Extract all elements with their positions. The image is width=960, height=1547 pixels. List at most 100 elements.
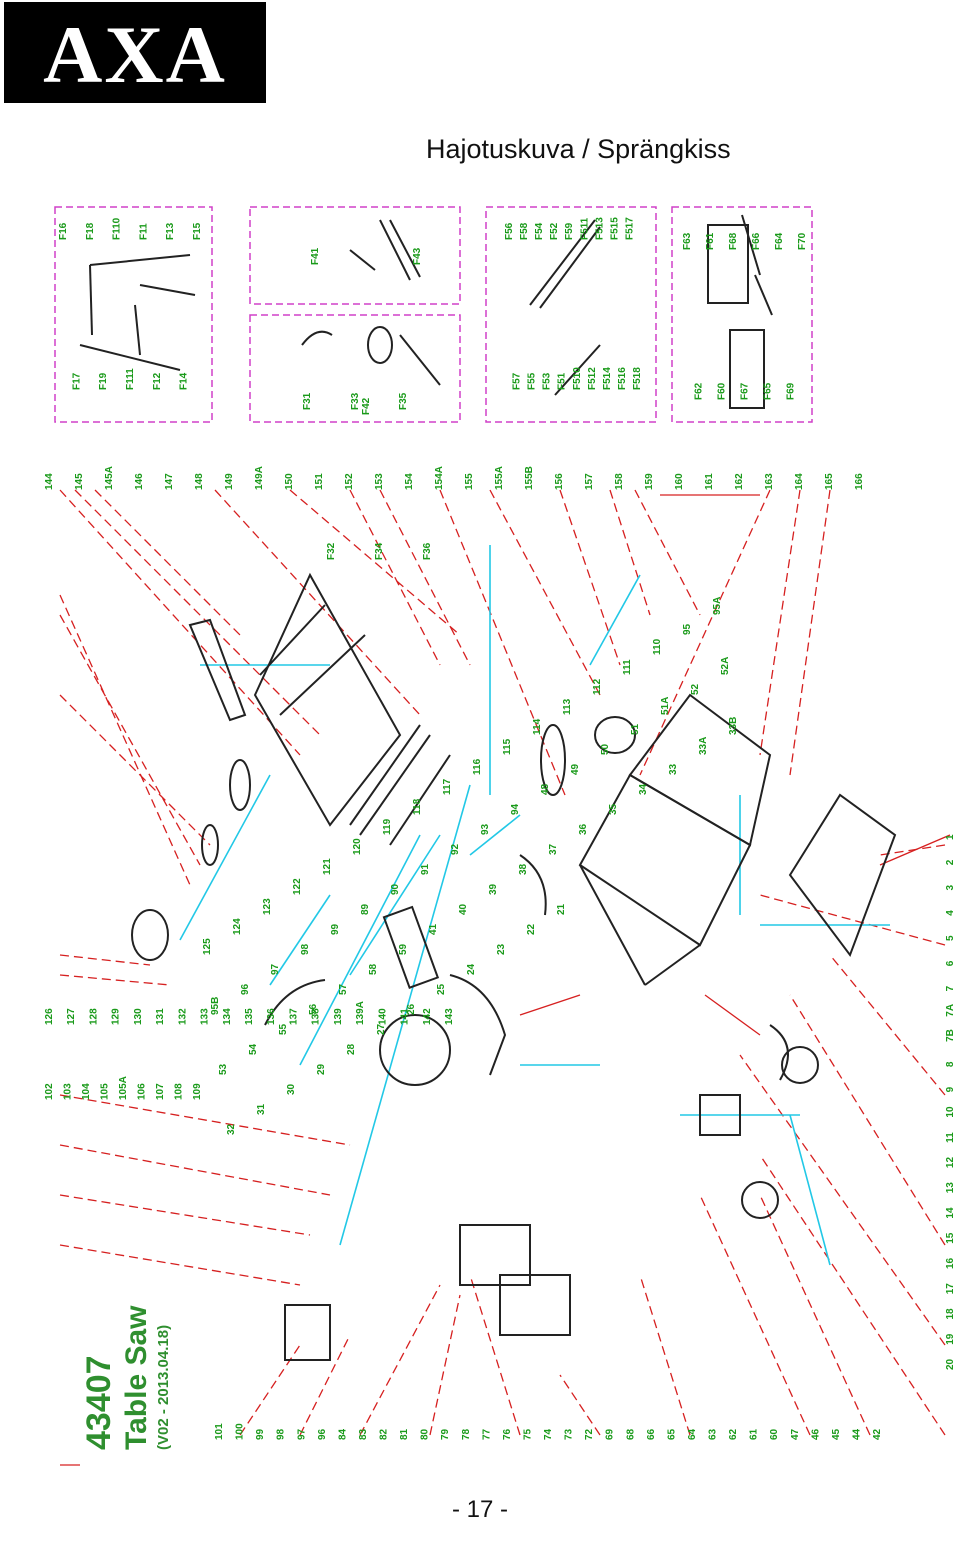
part-label: 117	[442, 778, 453, 795]
part-label: 64	[687, 1428, 698, 1440]
part-label: 72	[584, 1428, 595, 1440]
part-label: 152	[344, 473, 355, 490]
part-label: 98	[276, 1428, 287, 1440]
part-label: F15	[192, 222, 203, 240]
part-label: F57	[512, 372, 523, 390]
part-label: 119	[382, 818, 393, 835]
part-label: 54	[248, 1043, 259, 1055]
part-label: 7	[945, 985, 956, 991]
part-label: F70	[797, 232, 808, 250]
part-label: 51	[630, 723, 641, 735]
part-label: F14	[179, 372, 190, 390]
part-label: 37	[548, 843, 559, 855]
part-label: 5	[945, 935, 956, 941]
part-label: 154	[404, 473, 415, 490]
part-label: 89	[360, 903, 371, 915]
part-label: 99	[255, 1428, 266, 1440]
part-label: F513	[594, 217, 605, 240]
part-label: 57	[338, 983, 349, 995]
part-label: 77	[481, 1428, 492, 1440]
part-label: 11	[945, 1132, 956, 1143]
part-label: 32	[226, 1123, 237, 1135]
leader-lines	[59, 489, 946, 1436]
part-label: 106	[137, 1083, 148, 1100]
part-label: F56	[504, 222, 515, 240]
part-label: 7A	[945, 1004, 956, 1017]
connector-lines	[179, 545, 890, 1266]
part-label: F66	[751, 232, 762, 250]
part-label: 91	[420, 863, 431, 875]
part-label: 12	[945, 1157, 956, 1169]
part-label: F514	[602, 367, 613, 390]
part-label: 149A	[254, 466, 265, 490]
part-label: 41	[428, 923, 439, 935]
part-label: 56	[308, 1003, 319, 1015]
box-fence	[249, 206, 461, 305]
part-label: 97	[270, 963, 281, 975]
part-label: F12	[152, 372, 163, 390]
part-label: 9	[945, 1086, 956, 1092]
part-label: 50	[600, 743, 611, 755]
part-label: 145	[74, 473, 85, 490]
part-label: F33	[350, 392, 361, 410]
logo-text: AXA	[43, 9, 227, 100]
model-version: (V02 - 2013.04.18)	[155, 1325, 172, 1450]
part-label: 79	[440, 1428, 451, 1440]
part-label: F517	[625, 217, 636, 240]
part-label: 139	[333, 1008, 344, 1025]
part-label: 162	[734, 473, 745, 490]
part-label: 107	[155, 1083, 166, 1100]
subassembly-boxes	[54, 206, 813, 423]
part-label: F63	[682, 232, 693, 250]
part-label: F69	[786, 382, 797, 400]
part-label: 161	[704, 473, 715, 490]
part-label: 33B	[728, 717, 739, 735]
part-label: 7B	[945, 1029, 956, 1042]
part-label: 155	[464, 473, 475, 490]
part-label: 133	[200, 1008, 211, 1025]
part-label: 145A	[104, 466, 115, 490]
part-label: 158	[614, 473, 625, 490]
part-label: 134	[222, 1008, 233, 1025]
part-label: 35	[608, 803, 619, 815]
part-label: 22	[526, 923, 537, 935]
part-label: 24	[466, 963, 477, 975]
part-label: 101	[214, 1423, 225, 1440]
part-label: 59	[398, 943, 409, 955]
part-label: 39	[488, 883, 499, 895]
part-label: 132	[177, 1008, 188, 1025]
part-label: 4	[945, 910, 956, 916]
part-label: 83	[358, 1428, 369, 1440]
part-label: 74	[543, 1428, 554, 1440]
part-label: 144	[44, 473, 55, 490]
part-label: 61	[749, 1428, 760, 1440]
part-label: F41	[310, 247, 321, 265]
part-label: F54	[534, 222, 545, 240]
part-label: 33	[668, 763, 679, 775]
part-label: 149	[224, 473, 235, 490]
part-label: F31	[302, 392, 313, 410]
part-label: 58	[368, 963, 379, 975]
part-label: 160	[674, 473, 685, 490]
part-label: 140	[377, 1008, 388, 1025]
part-label: 40	[458, 903, 469, 915]
part-label: 126	[44, 1008, 55, 1025]
part-label: 81	[399, 1428, 410, 1440]
part-label: 154A	[434, 466, 445, 490]
part-label: F518	[632, 367, 643, 390]
part-label: 82	[379, 1428, 390, 1440]
part-label: 157	[584, 473, 595, 490]
part-label: 92	[450, 843, 461, 855]
part-label: 78	[461, 1428, 472, 1440]
part-label: 120	[352, 838, 363, 855]
part-label: F43	[412, 247, 423, 265]
part-label: 163	[764, 473, 775, 490]
part-label: 95A	[712, 597, 723, 615]
part-label: 84	[337, 1428, 348, 1440]
part-label: F32	[326, 542, 337, 560]
part-label: F65	[763, 382, 774, 400]
part-label: 131	[155, 1008, 166, 1025]
part-label: F111	[125, 368, 136, 390]
part-label: 136	[266, 1008, 277, 1025]
